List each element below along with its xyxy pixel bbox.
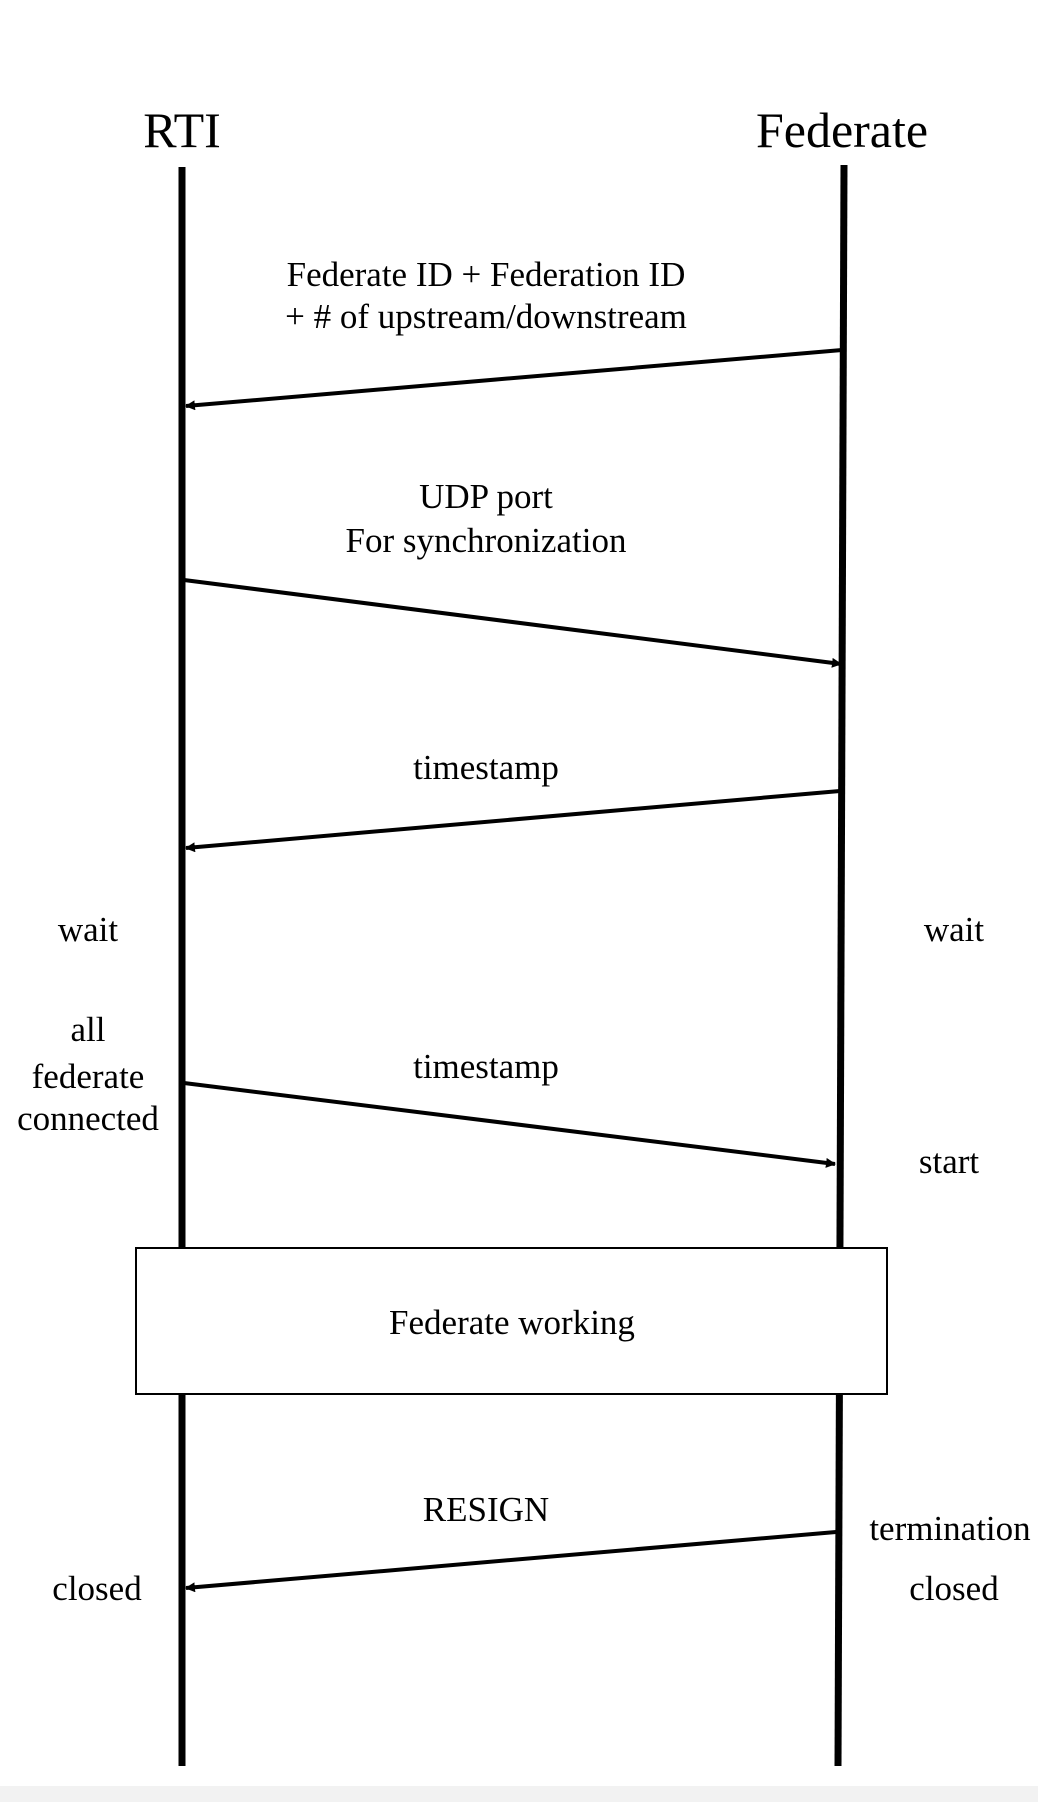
rti-all-connected-line-3: connected	[17, 1099, 159, 1138]
message-5-arrow	[185, 1530, 837, 1593]
federate-closed-note: closed	[909, 1569, 999, 1608]
rti-wait-note: wait	[58, 910, 119, 949]
message-4-arrow	[183, 1081, 836, 1168]
message-3-label: timestamp	[413, 748, 559, 787]
message-2-label-line-1: UDP port	[419, 477, 553, 516]
participant-federate: Federate	[756, 102, 928, 158]
message-5-label: RESIGN	[423, 1490, 549, 1529]
participant-rti: RTI	[143, 102, 221, 158]
federate-working-label: Federate working	[389, 1303, 635, 1342]
federate-termination-note: termination	[869, 1509, 1030, 1548]
message-4-label: timestamp	[413, 1047, 559, 1086]
federate-lifeline	[834, 164, 848, 1767]
message-1-label-line-2: + # of upstream/downstream	[285, 297, 687, 336]
message-2-label-line-2: For synchronization	[346, 521, 627, 560]
message-1-label-line-1: Federate ID + Federation ID	[287, 255, 686, 294]
message-3-arrow	[185, 789, 841, 853]
message-2-arrow	[183, 578, 842, 668]
rti-all-connected-line-2: federate	[32, 1057, 145, 1096]
message-1-arrow	[185, 348, 843, 411]
federate-wait-note: wait	[924, 910, 985, 949]
rti-closed-note: closed	[52, 1569, 142, 1608]
rti-all-connected-line-1: all	[71, 1010, 106, 1049]
federate-start-note: start	[919, 1142, 980, 1181]
bottom-strip	[0, 1786, 1038, 1802]
federate-working-box	[135, 1247, 888, 1395]
